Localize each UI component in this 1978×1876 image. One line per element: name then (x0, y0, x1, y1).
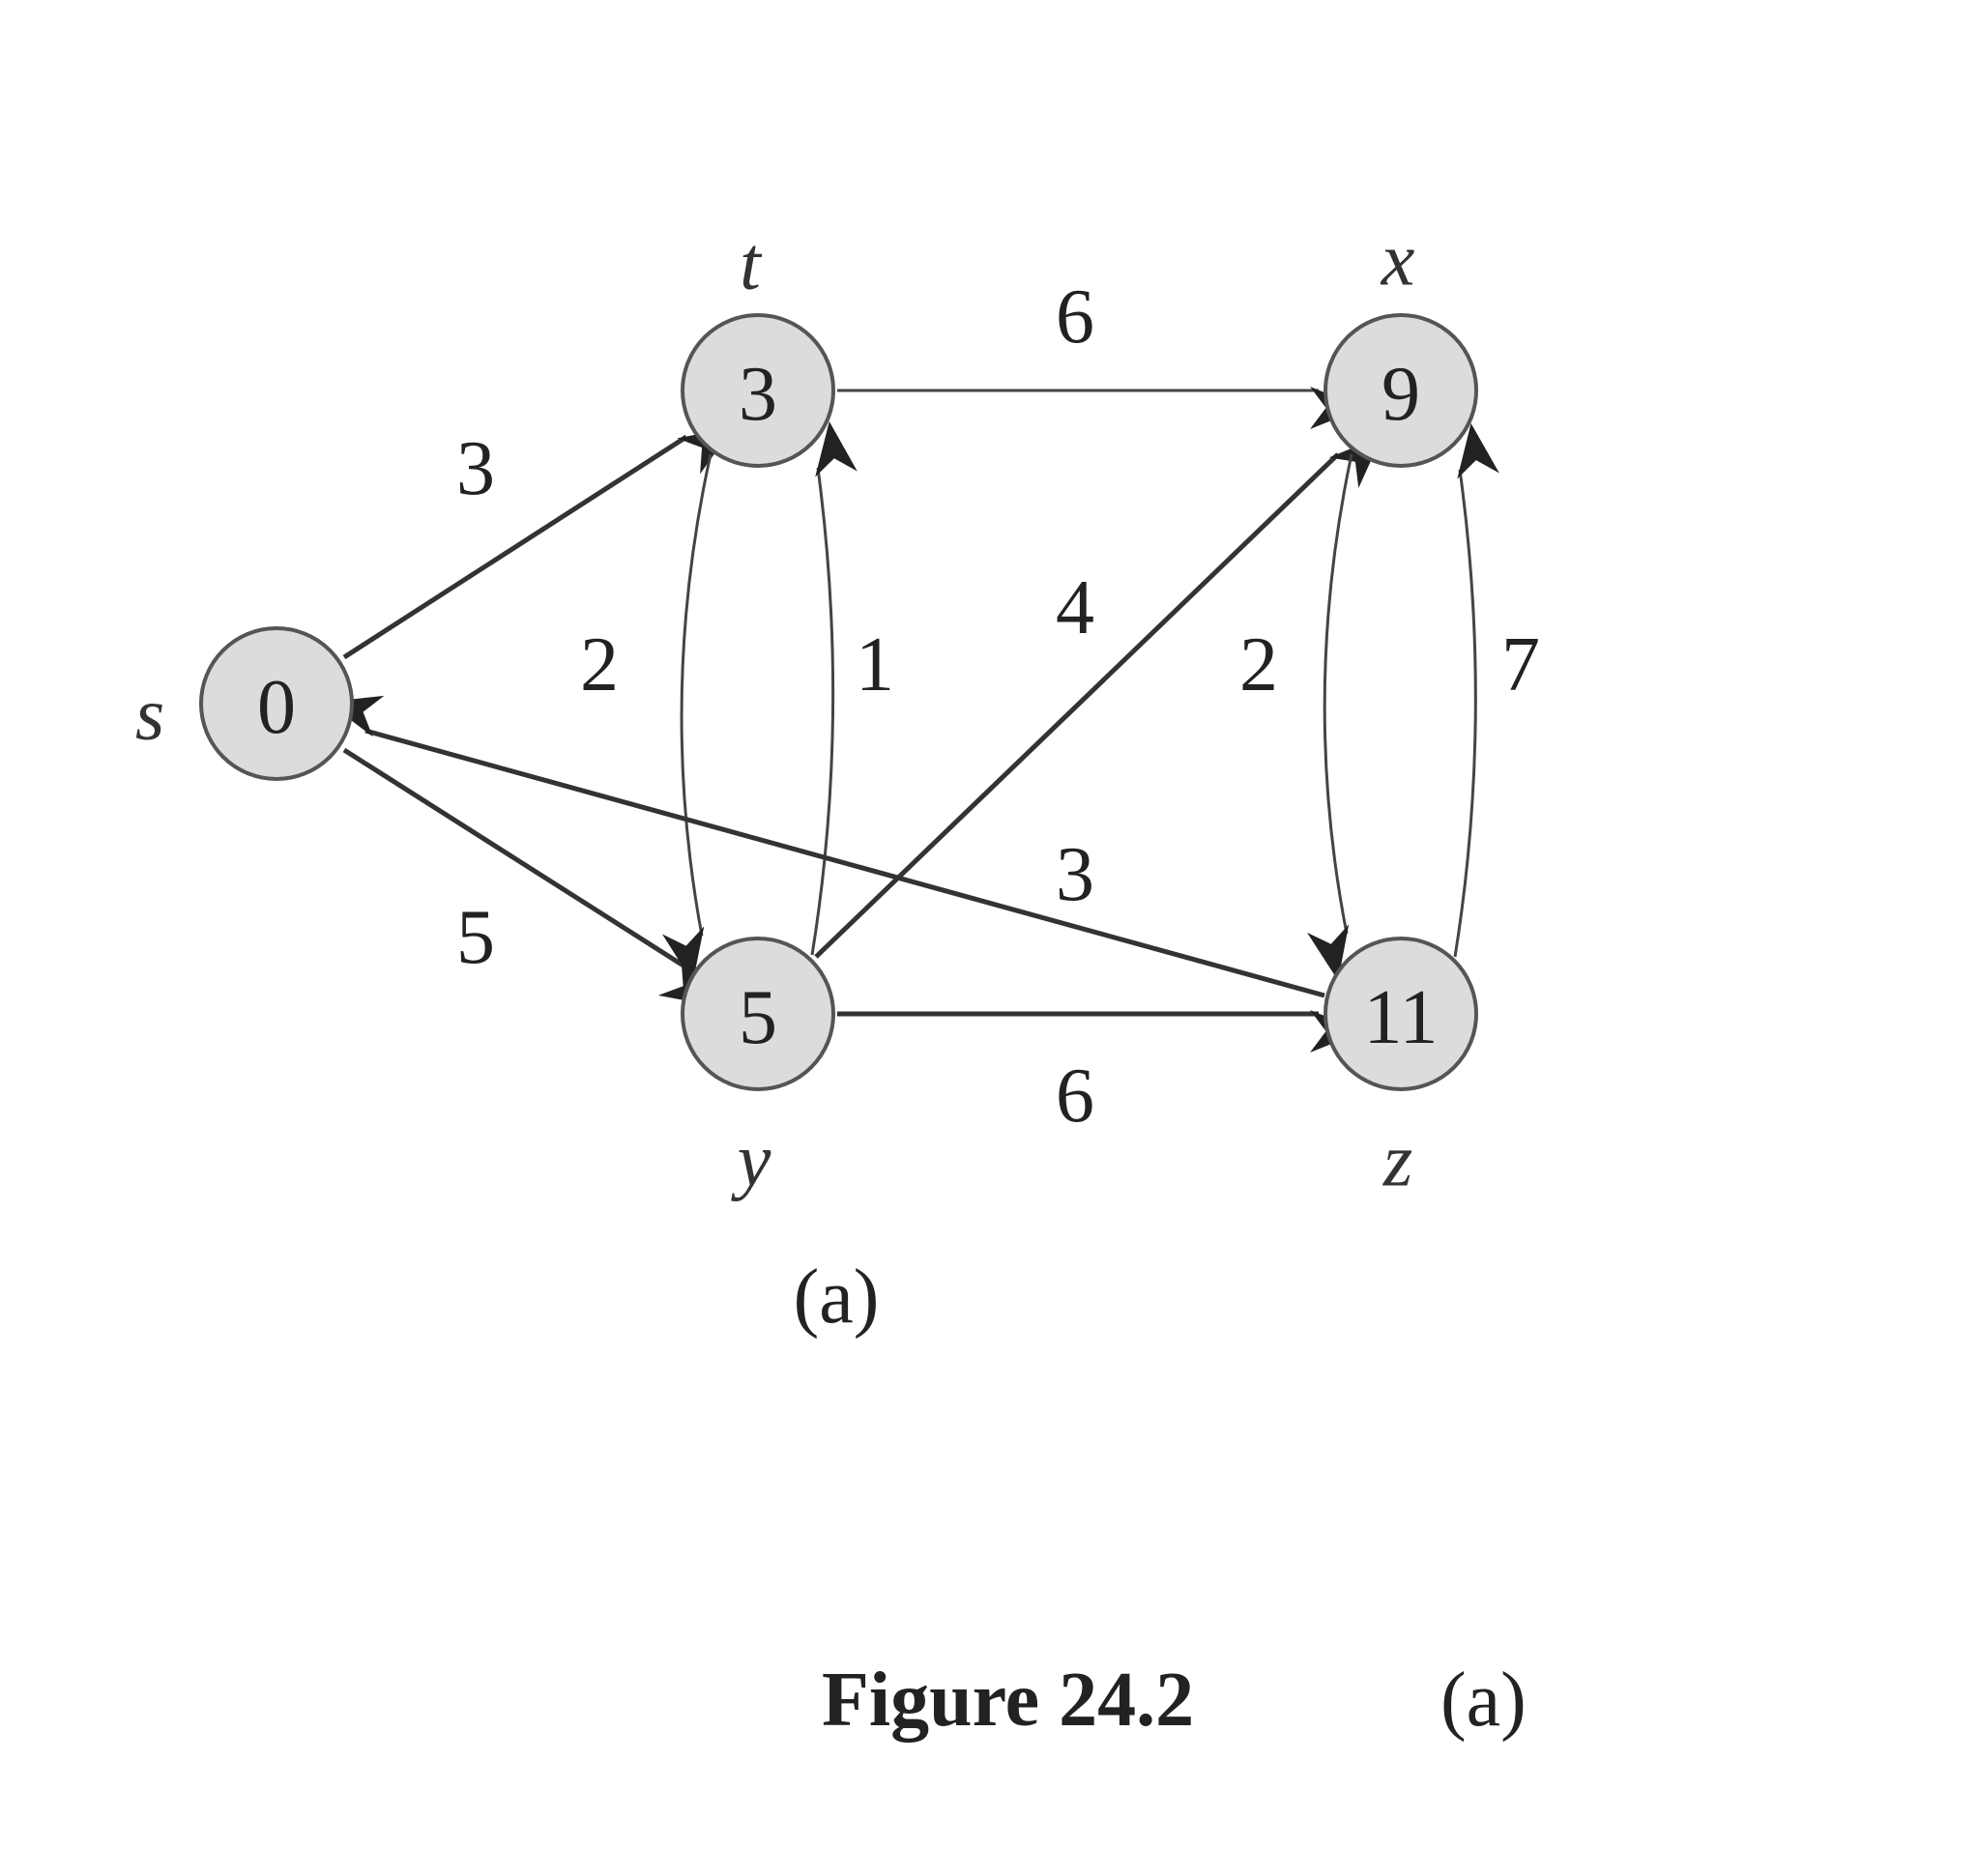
edge-z-x (1453, 422, 1499, 958)
node-z-value: 11 (1363, 975, 1438, 1060)
weight-y-t: 1 (856, 622, 894, 707)
node-t-label: t (740, 221, 763, 305)
node-x-label: x (1381, 217, 1415, 302)
edge-y-t (810, 421, 858, 956)
weight-z-s: 3 (1056, 832, 1094, 917)
weight-t-y: 2 (580, 622, 619, 707)
node-s-value: 0 (257, 665, 296, 750)
edge-x-z (1307, 453, 1353, 981)
node-x-value: 9 (1382, 352, 1420, 437)
node-t: 3 t (681, 221, 835, 468)
edge-s-t (342, 427, 734, 660)
node-y-label: y (731, 1118, 771, 1202)
node-t-value: 3 (739, 352, 777, 437)
node-z: 11 z (1324, 937, 1478, 1202)
node-s: 0 s (135, 626, 354, 781)
weight-z-x: 7 (1501, 622, 1540, 707)
node-z-label: z (1382, 1118, 1412, 1202)
edge-t-y (662, 453, 713, 983)
edge-y-x (814, 436, 1382, 959)
edge-s-y (342, 747, 715, 1006)
weight-t-x: 6 (1056, 274, 1094, 360)
node-s-label: s (135, 672, 164, 756)
edge-z-s (327, 695, 1325, 998)
weight-s-y: 5 (456, 895, 495, 980)
node-y: 5 y (681, 937, 835, 1202)
figure-caption-part: (a) (1440, 1658, 1527, 1743)
weight-s-t: 3 (456, 426, 495, 511)
weight-y-x: 4 (1056, 565, 1094, 650)
weight-y-z: 6 (1056, 1053, 1094, 1139)
node-x: 9 x (1324, 217, 1478, 468)
figure-caption-number: Figure 24.2 (822, 1658, 1194, 1743)
weight-x-z: 2 (1239, 622, 1278, 707)
subfigure-label: (a) (794, 1255, 880, 1340)
node-y-value: 5 (739, 975, 777, 1060)
